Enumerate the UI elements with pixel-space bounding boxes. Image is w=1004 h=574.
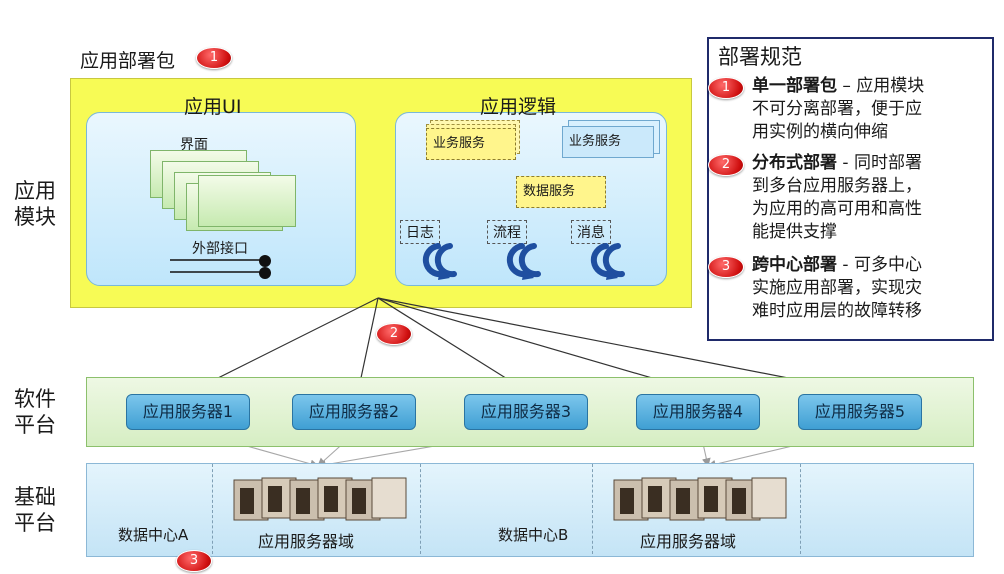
spec-item-3: 跨中心部署 - 可多中心	[752, 255, 922, 275]
server-rack-icon-b	[613, 477, 787, 521]
spec-badge-1: 1	[708, 77, 744, 99]
spec-item-2-head: 分布式部署	[752, 153, 837, 173]
data-service: 数据服务	[516, 176, 606, 208]
spec-badge-3: 3	[708, 256, 744, 278]
server-rack-icon-a	[233, 477, 407, 521]
app-server-2: 应用服务器2	[292, 394, 416, 430]
business-service-blue: 业务服务	[562, 126, 654, 158]
divider	[800, 464, 801, 554]
spec-item-2: 分布式部署 - 同时部署	[752, 153, 922, 173]
app-ui-title: 应用UI	[184, 96, 242, 118]
divider	[592, 464, 593, 554]
spec-badge-2: 2	[708, 154, 744, 176]
log-label: 日志	[400, 220, 440, 244]
badge-3: 3	[176, 550, 212, 572]
divider	[420, 464, 421, 554]
server-domain-label-a: 应用服务器域	[258, 532, 355, 551]
server-domain-label-b: 应用服务器域	[640, 532, 737, 551]
row-label-base-platform: 基础 平台	[14, 485, 56, 535]
badge-2: 2	[376, 323, 412, 345]
spec-item-1-line: 用实例的横向伸缩	[752, 122, 888, 142]
deployment-spec-box	[707, 37, 994, 341]
app-server-4: 应用服务器4	[636, 394, 760, 430]
spec-item-1-line: 不可分离部署，便于应	[752, 99, 922, 119]
message-label: 消息	[571, 220, 611, 244]
spec-title: 部署规范	[718, 45, 802, 69]
business-service-yellow: 业务服务	[426, 128, 516, 160]
badge-1: 1	[196, 47, 232, 69]
spec-item-2-line: 为应用的高可用和高性	[752, 199, 922, 219]
app-server-3: 应用服务器3	[464, 394, 588, 430]
datacenter-a-label: 数据中心A	[118, 526, 189, 544]
spec-item-2-line: 能提供支撑	[752, 222, 837, 242]
app-logic-title: 应用逻辑	[480, 96, 557, 118]
spec-item-1-head: 单一部署包	[752, 76, 837, 96]
datacenter-b-label: 数据中心B	[498, 526, 569, 544]
spec-item-3-head: 跨中心部署	[752, 255, 837, 275]
spec-item-2-line: 到多台应用服务器上，	[752, 176, 922, 196]
row-label-software-platform: 软件 平台	[14, 387, 56, 437]
row-label-app-module: 应用 模块	[14, 179, 56, 229]
interface-label: 界面	[180, 137, 208, 153]
interface-sheet	[198, 175, 296, 227]
spec-item-3-line: 难时应用层的故障转移	[752, 301, 922, 321]
flow-label: 流程	[487, 220, 527, 244]
app-server-5: 应用服务器5	[798, 394, 922, 430]
external-interface-icon	[170, 255, 271, 279]
cycle-icons	[422, 243, 625, 280]
spec-item-1: 单一部署包 – 应用模块	[752, 76, 925, 96]
spec-item-3-line: 实施应用部署，实现灾	[752, 278, 922, 298]
app-server-1: 应用服务器1	[126, 394, 250, 430]
package-label: 应用部署包	[80, 50, 176, 72]
divider	[212, 464, 213, 554]
external-interface-label: 外部接口	[192, 241, 248, 257]
